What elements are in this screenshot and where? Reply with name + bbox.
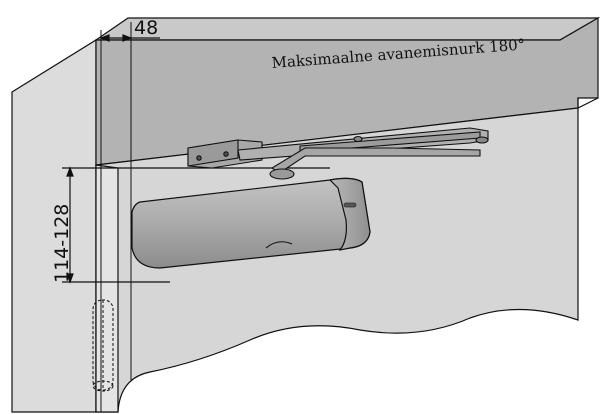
door-closer-body xyxy=(131,177,371,269)
frame-notch xyxy=(577,97,599,109)
dimension-top-label: 48 xyxy=(134,17,158,39)
closer-arm xyxy=(237,127,489,180)
mounting-bracket xyxy=(187,139,263,169)
dimension-48-arrow xyxy=(99,34,160,42)
door-leaf xyxy=(95,107,579,413)
dimension-side-label: 114-128 xyxy=(51,204,73,283)
hinge-icon xyxy=(92,299,114,392)
door-jamb xyxy=(95,164,119,413)
